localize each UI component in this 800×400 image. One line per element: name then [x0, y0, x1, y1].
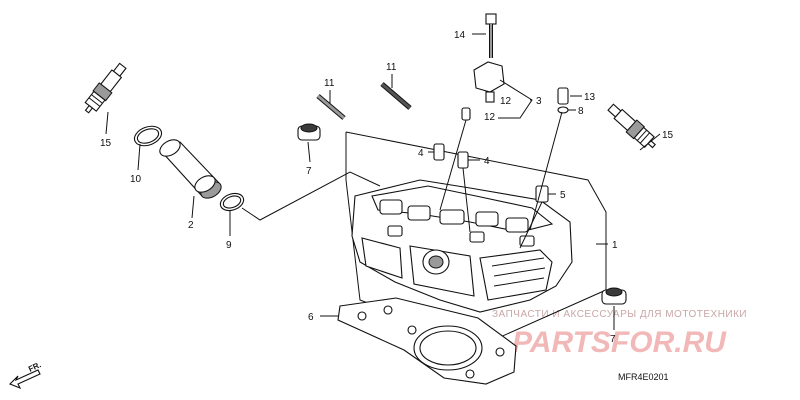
callout-11-right: 11 [386, 62, 397, 73]
callout-2: 2 [188, 220, 194, 231]
callout-8: 8 [578, 106, 584, 117]
callout-13: 13 [584, 92, 596, 103]
callout-15-right: 15 [662, 130, 674, 141]
watermark-logo: PARTSFOR.RU [512, 326, 727, 359]
valve-seal-upper [297, 123, 321, 141]
callout-7-upper: 7 [306, 166, 312, 177]
head-gasket [337, 297, 517, 385]
callout-11-left: 11 [324, 78, 335, 89]
plug-tube-2 [159, 139, 222, 199]
dowel-pin-13 [557, 87, 569, 105]
callout-15-left: 15 [100, 138, 112, 149]
diagram-code: MFR4E0201 [618, 372, 669, 382]
callout-12-upper: 12 [500, 96, 512, 107]
watermark-tagline: ЗАПЧАСТИ И АКСЕССУАРЫ ДЛЯ МОТОТЕХНИКИ [492, 309, 747, 320]
callout-10: 10 [130, 174, 142, 185]
stud-bolt-right [380, 82, 412, 110]
callout-6: 6 [308, 312, 314, 323]
callout-14: 14 [454, 30, 466, 41]
leader-lines [105, 33, 661, 330]
bracket-3 [473, 61, 505, 103]
stud-bolt-left [316, 94, 346, 120]
callout-labels: 15 10 2 9 7 11 11 14 12 12 3 13 8 4 4 5 … [100, 30, 674, 345]
bolt-14 [485, 13, 497, 58]
assembly-boundary [345, 131, 607, 347]
direction-label: FR. [27, 360, 42, 374]
callout-12-lower: 12 [484, 112, 496, 123]
valve-seal-lower [601, 287, 627, 305]
dowel-pin-12 [461, 107, 471, 121]
callout-4-left: 4 [418, 148, 424, 159]
spark-plug-right [607, 103, 656, 149]
callout-1: 1 [612, 240, 618, 251]
dowel-pin-4a [433, 143, 445, 161]
callout-7-lower: 7 [610, 334, 616, 345]
dowel-pin-4b [457, 151, 469, 169]
callout-9: 9 [226, 240, 232, 251]
callout-3: 3 [536, 96, 542, 107]
front-direction-arrow: FR. [9, 360, 43, 390]
o-ring-8 [557, 106, 569, 114]
callout-4-right: 4 [484, 156, 490, 167]
callout-5: 5 [560, 190, 566, 201]
spark-plug-left [84, 62, 127, 114]
cylinder-head [351, 179, 573, 313]
